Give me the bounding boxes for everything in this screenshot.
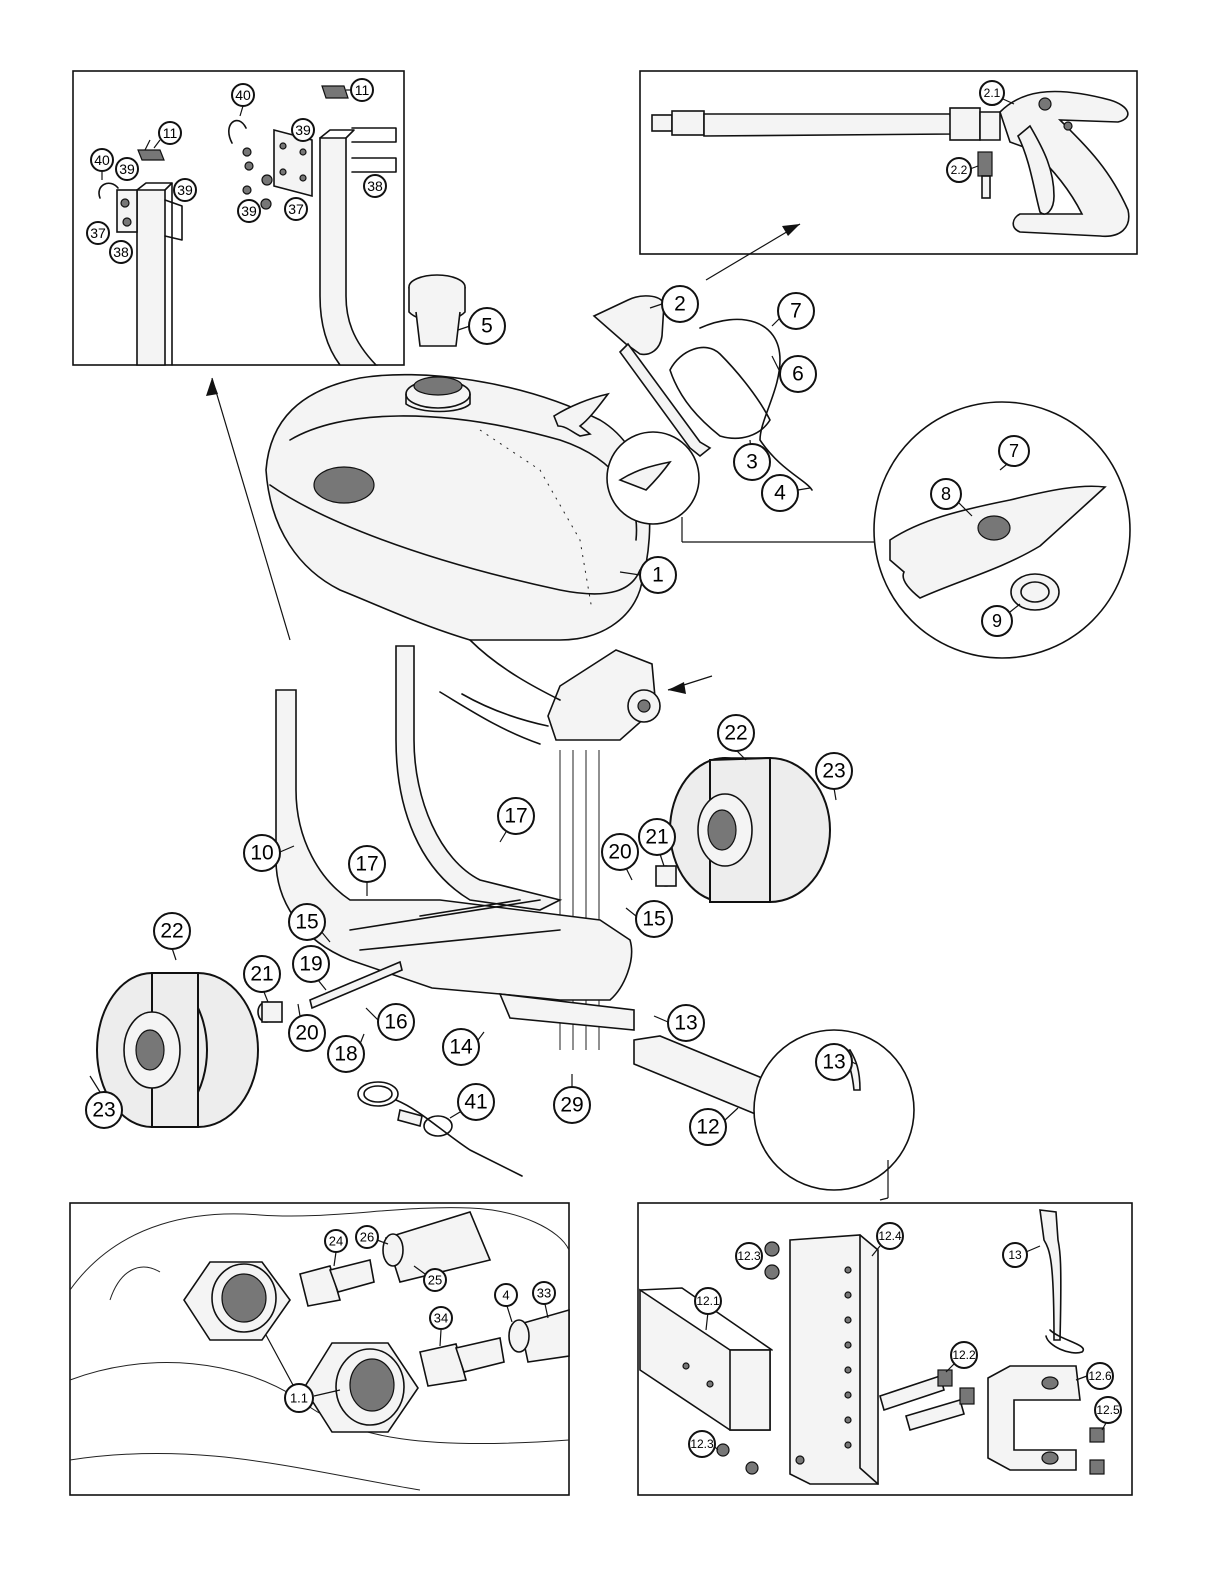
svg-text:11: 11 <box>355 82 370 98</box>
svg-text:16: 16 <box>384 1011 407 1034</box>
callout-14: 14 <box>443 1029 484 1065</box>
mount-callout-37b: 37 <box>285 198 307 220</box>
hitch-callout-12-3a: 12.3 <box>736 1243 762 1269</box>
svg-text:37: 37 <box>288 201 304 217</box>
svg-text:12.3: 12.3 <box>690 1437 714 1451</box>
main-assembly-drawing <box>97 224 1130 1200</box>
svg-text:20: 20 <box>295 1022 318 1045</box>
callout-7a: 7 <box>772 293 814 329</box>
svg-text:22: 22 <box>160 920 183 943</box>
callout-21b: 21 <box>639 819 675 866</box>
svg-text:12.6: 12.6 <box>1088 1369 1112 1383</box>
callout-12: 12 <box>690 1108 738 1145</box>
svg-text:23: 23 <box>92 1099 115 1122</box>
mount-callout-39d: 39 <box>238 200 260 222</box>
svg-text:19: 19 <box>299 953 322 976</box>
svg-text:15: 15 <box>642 908 665 931</box>
svg-text:7: 7 <box>1009 441 1019 461</box>
svg-text:39: 39 <box>295 122 311 138</box>
callout-13a: 13 <box>654 1005 704 1041</box>
svg-text:5: 5 <box>481 315 493 338</box>
callout-19: 19 <box>293 946 329 990</box>
svg-text:11: 11 <box>163 125 178 141</box>
svg-text:12.3: 12.3 <box>737 1249 761 1263</box>
callout-17b: 17 <box>498 798 534 842</box>
svg-text:40: 40 <box>94 152 110 168</box>
svg-text:10: 10 <box>250 842 273 865</box>
callout-20a: 20 <box>289 1004 325 1051</box>
svg-text:24: 24 <box>329 1234 343 1249</box>
svg-text:14: 14 <box>449 1036 473 1059</box>
svg-text:21: 21 <box>645 826 668 849</box>
svg-text:38: 38 <box>113 244 129 260</box>
callout-18: 18 <box>328 1034 364 1072</box>
mount-callout-39b: 39 <box>174 179 196 201</box>
callout-22a: 22 <box>718 715 754 760</box>
svg-text:12: 12 <box>696 1116 719 1139</box>
svg-text:2.1: 2.1 <box>984 86 1001 100</box>
svg-text:15: 15 <box>295 911 318 934</box>
callout-16: 16 <box>366 1004 414 1040</box>
svg-text:25: 25 <box>428 1273 442 1288</box>
svg-text:37: 37 <box>90 225 106 241</box>
svg-text:12.4: 12.4 <box>878 1229 902 1243</box>
svg-text:41: 41 <box>464 1091 487 1114</box>
svg-text:12.5: 12.5 <box>1096 1403 1120 1417</box>
svg-text:17: 17 <box>355 853 378 876</box>
svg-text:12.2: 12.2 <box>952 1348 976 1362</box>
svg-text:39: 39 <box>119 161 135 177</box>
mount-callout-38a: 38 <box>110 241 132 263</box>
svg-text:18: 18 <box>334 1043 357 1066</box>
svg-text:20: 20 <box>608 841 631 864</box>
svg-text:33: 33 <box>537 1286 551 1301</box>
svg-text:2.2: 2.2 <box>951 163 968 177</box>
svg-text:29: 29 <box>560 1094 583 1117</box>
svg-text:13: 13 <box>822 1051 845 1074</box>
mount-callout-39a: 39 <box>116 158 138 180</box>
mount-callout-39c: 39 <box>292 119 314 141</box>
callout-22b: 22 <box>154 913 190 960</box>
svg-text:39: 39 <box>177 182 193 198</box>
svg-text:38: 38 <box>367 178 383 194</box>
svg-text:17: 17 <box>504 805 527 828</box>
svg-text:40: 40 <box>235 87 251 103</box>
svg-text:34: 34 <box>434 1311 448 1326</box>
mount-callout-38b: 38 <box>364 175 386 197</box>
svg-text:9: 9 <box>992 611 1002 631</box>
svg-text:6: 6 <box>792 363 804 386</box>
svg-text:21: 21 <box>250 963 273 986</box>
svg-text:7: 7 <box>790 300 802 323</box>
callout-21a: 21 <box>244 956 280 1002</box>
fitting-callout-1-1: 1.1 <box>285 1384 313 1412</box>
svg-text:13: 13 <box>1008 1248 1022 1262</box>
svg-text:13: 13 <box>674 1012 697 1035</box>
callout-41: 41 <box>450 1084 494 1120</box>
callout-20b: 20 <box>602 834 638 880</box>
callout-15b: 15 <box>626 901 672 937</box>
svg-text:4: 4 <box>502 1288 509 1303</box>
callout-5: 5 <box>458 308 505 344</box>
callout-17a: 17 <box>349 846 385 896</box>
svg-text:2: 2 <box>674 293 686 316</box>
svg-text:22: 22 <box>724 722 747 745</box>
svg-text:26: 26 <box>360 1230 374 1245</box>
svg-text:3: 3 <box>746 451 758 474</box>
svg-text:12.1: 12.1 <box>696 1294 720 1308</box>
mount-callout-37a: 37 <box>87 222 109 244</box>
callout-29: 29 <box>554 1074 590 1123</box>
svg-text:1.1: 1.1 <box>290 1391 308 1406</box>
svg-text:39: 39 <box>241 203 257 219</box>
svg-text:8: 8 <box>941 484 951 504</box>
svg-text:23: 23 <box>822 760 845 783</box>
svg-text:4: 4 <box>774 482 786 505</box>
svg-text:1: 1 <box>652 564 664 587</box>
